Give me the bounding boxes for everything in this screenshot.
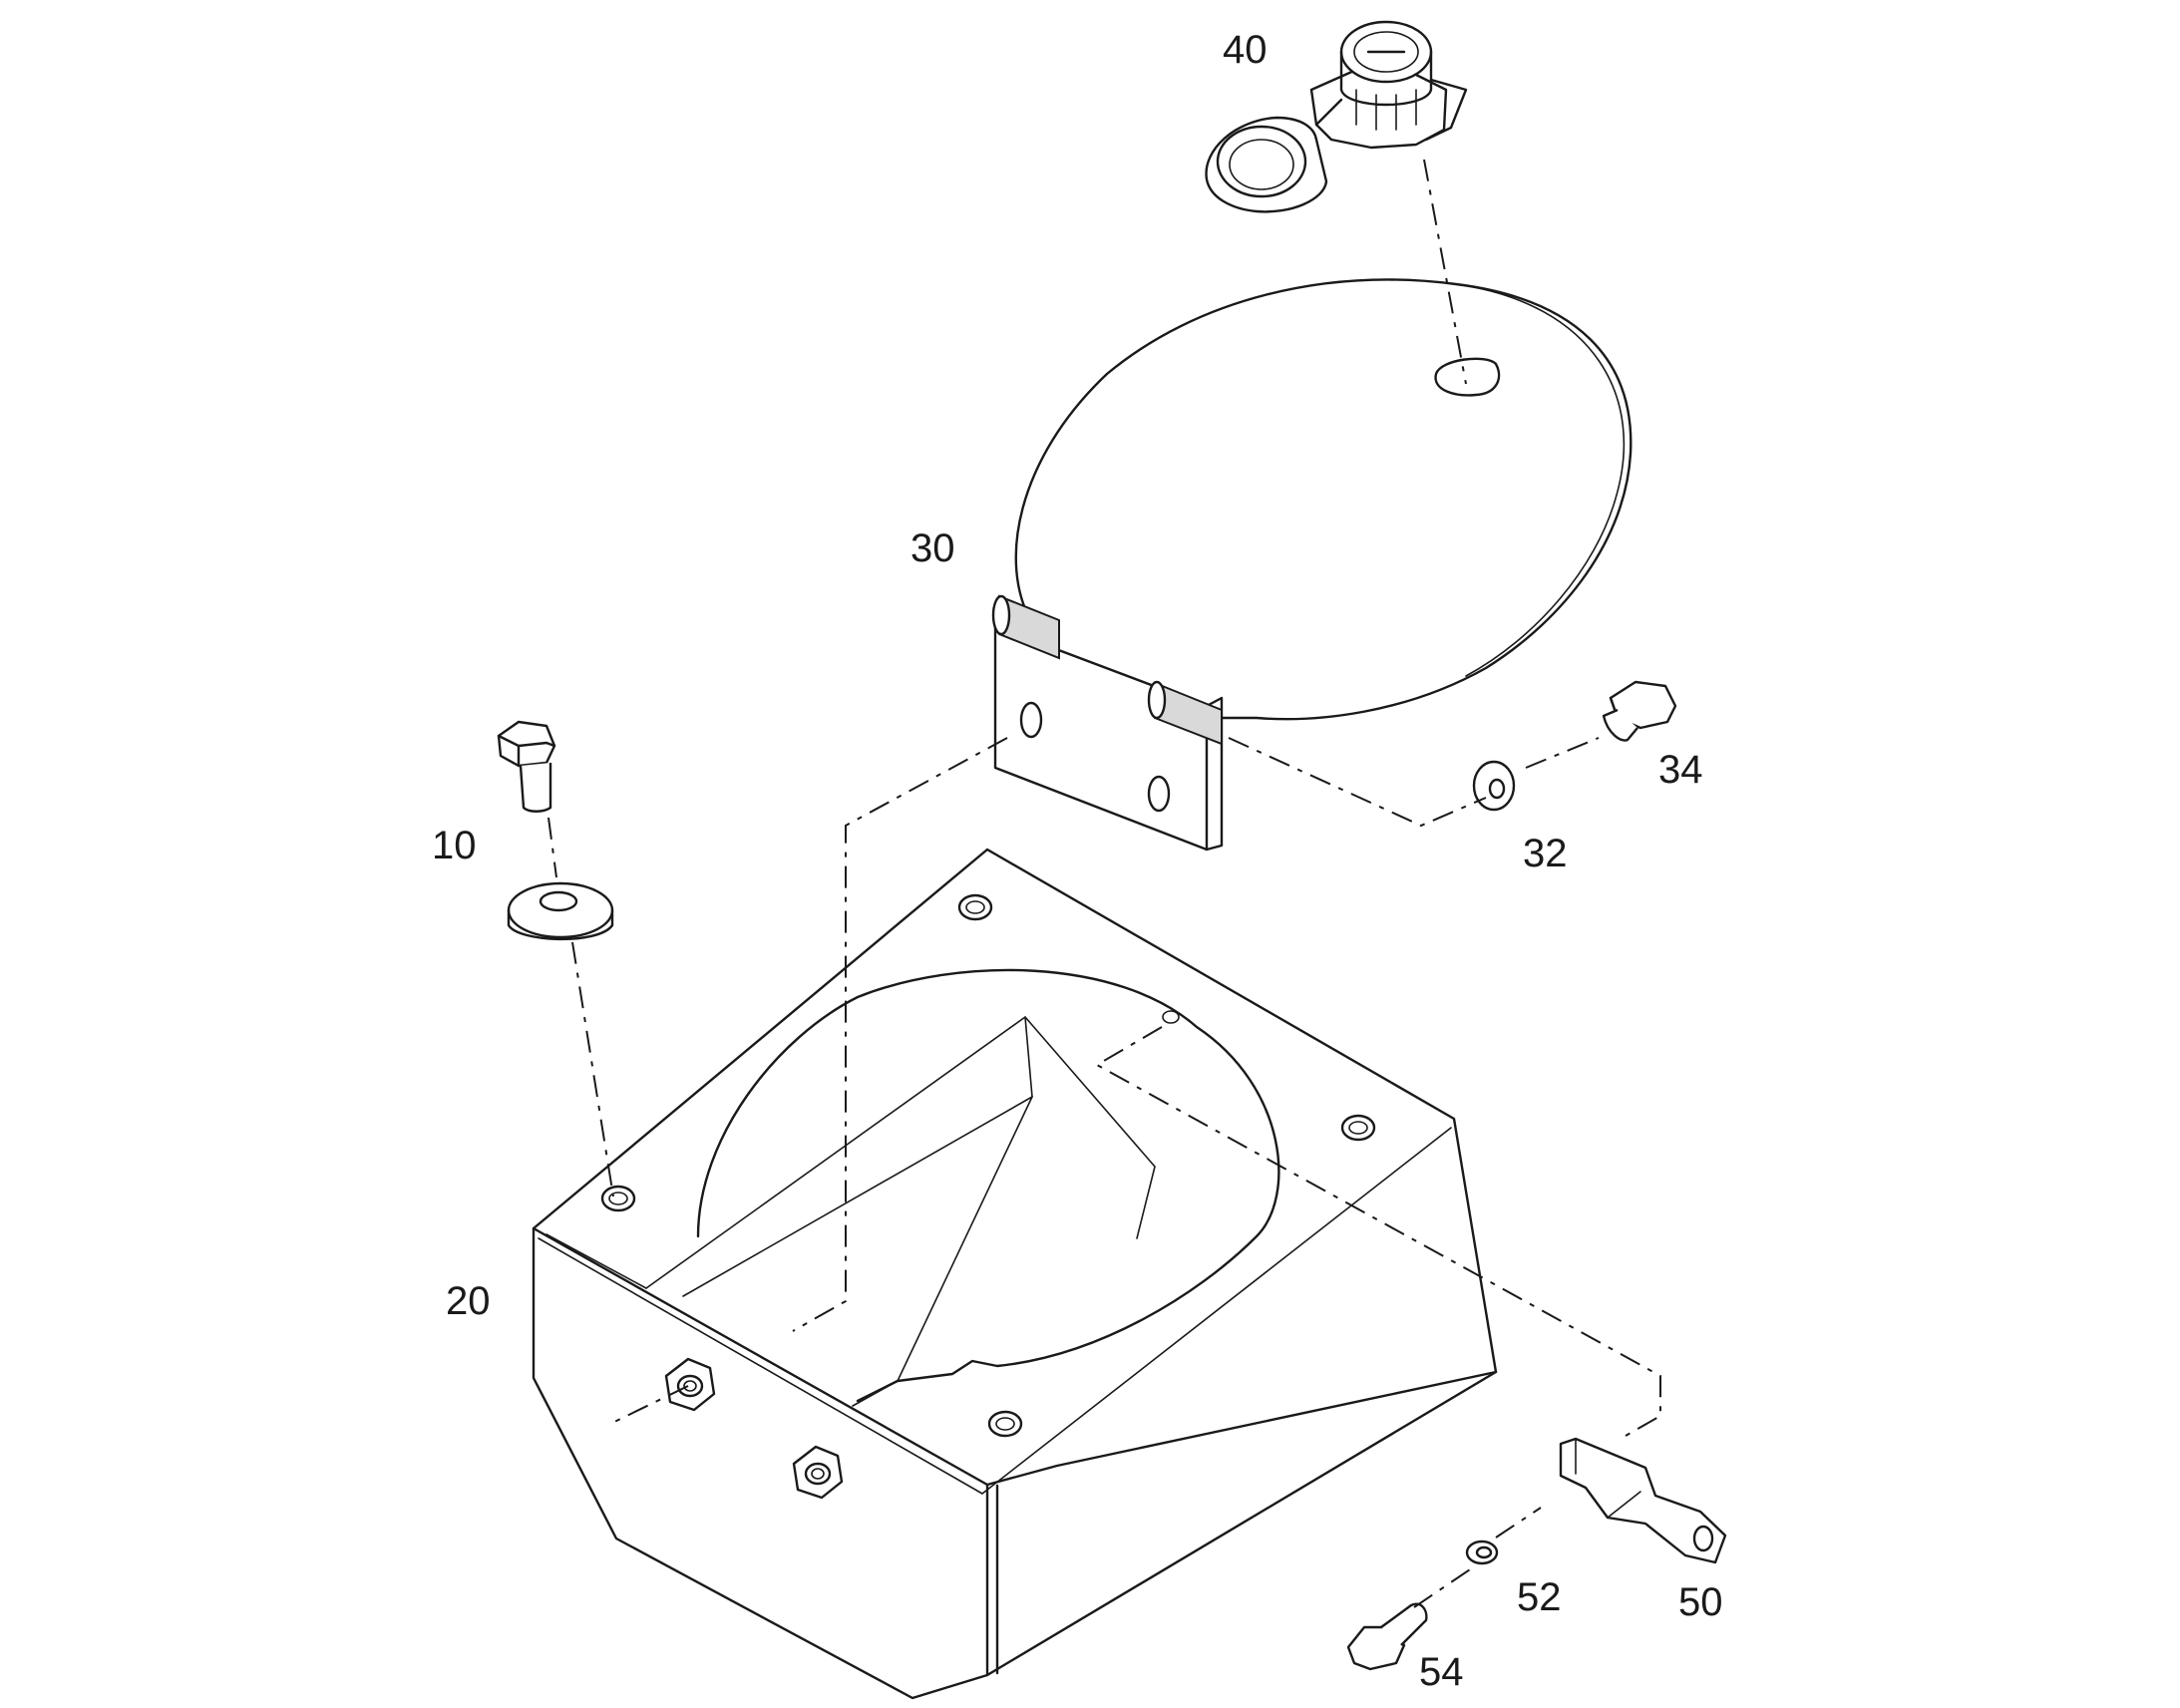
callout-40: 40 — [1223, 28, 1268, 72]
part-50-latch-bracket — [1559, 1437, 1727, 1564]
assembly-lines — [547, 159, 1661, 1608]
callout-10: 10 — [432, 824, 477, 867]
callout-52: 52 — [1517, 1575, 1562, 1619]
callout-32: 32 — [1523, 832, 1568, 875]
callout-50: 50 — [1678, 1580, 1723, 1624]
part-52-washer — [1465, 1539, 1499, 1565]
part-34-bolt — [1602, 680, 1677, 742]
callout-20: 20 — [446, 1279, 491, 1323]
part-40-lock-cylinder — [1205, 20, 1468, 213]
part-32-washer — [1472, 760, 1516, 812]
part-54-bolt — [1346, 1602, 1428, 1671]
weld-nut-left — [664, 1357, 716, 1412]
part-20-box-housing — [532, 848, 1498, 1700]
part-10-bolt-and-washer — [497, 720, 614, 941]
callout-54: 54 — [1419, 1650, 1464, 1694]
callout-30: 30 — [910, 526, 955, 570]
weld-nut-right — [792, 1445, 844, 1500]
callout-34: 34 — [1658, 748, 1703, 792]
part-30-hinged-lid — [991, 278, 1633, 852]
